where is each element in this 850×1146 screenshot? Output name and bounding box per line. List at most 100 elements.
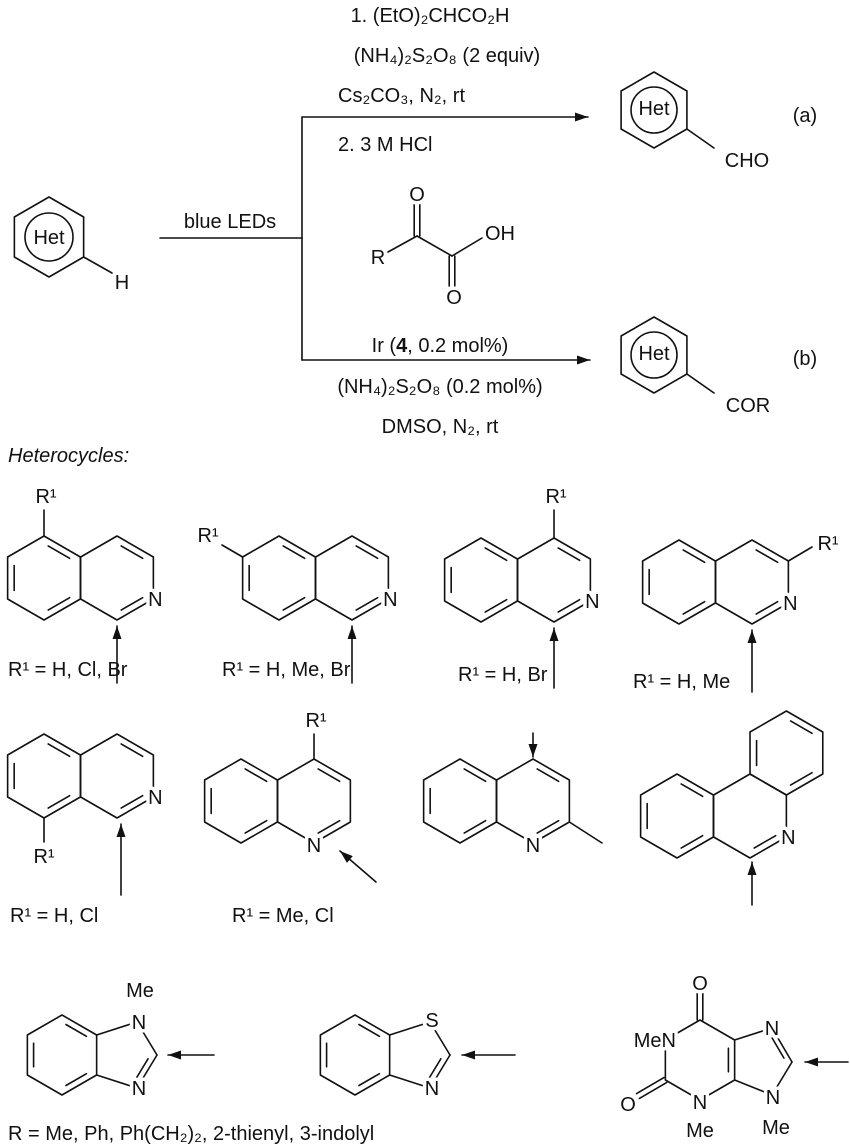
route-b-tag: (b) [793, 348, 817, 370]
bond [388, 1021, 431, 1036]
arrow-head [347, 626, 357, 639]
het-circle [630, 86, 678, 134]
inner-double-bond [680, 783, 704, 798]
nitrogen-label: N [781, 827, 795, 849]
bond [95, 1074, 138, 1089]
r1-label: R¹ [817, 533, 838, 555]
arrow-route-a [301, 112, 589, 122]
arrow-head [577, 355, 590, 365]
route-b-catalyst: Ir (4, 0.2 mol%) [372, 335, 509, 357]
arrow-head [549, 628, 559, 641]
nitrogen-label: N [425, 1078, 439, 1100]
carbonyl-double-bond [635, 1076, 665, 1095]
route-a-base: Cs₂CO₃, N₂, rt [338, 85, 465, 107]
inner-double-bond [463, 768, 487, 783]
inner-double-bond [755, 600, 779, 615]
catalyst-loading: , 0.2 mol%) [407, 335, 508, 357]
inner-double-bond [484, 547, 508, 562]
inner-double-bond [47, 743, 71, 758]
route-a-step1: 1. (EtO)₂CHCO₂H [351, 5, 510, 27]
inner-double-bond [536, 819, 560, 834]
product-a-het-label: Het [638, 98, 670, 120]
inner-double-bond [47, 794, 71, 809]
substituent-label: R¹ = H, Me, Br [222, 659, 351, 681]
r-group-footnote: R = Me, Ph, Ph(CH₂)₂, 2-thienyl, 3-indol… [8, 1123, 374, 1145]
hydroxyl-label: OH [485, 223, 515, 245]
inner-double-bond [317, 819, 341, 834]
inner-double-bond [680, 834, 704, 849]
inner-double-bond [484, 598, 508, 613]
nitrogen-label: N [783, 593, 797, 615]
arrow-route-b [301, 355, 591, 365]
benzo-ring [641, 539, 717, 625]
reactant-het-label: Het [33, 227, 65, 249]
inner-double-bond [755, 549, 779, 564]
pyridine-ring [712, 773, 788, 859]
inner-double-bond [358, 1023, 381, 1038]
inner-double-bond [282, 545, 306, 560]
route-a-oxidant: (NH₄)₂S₂O₈ (2 equiv) [354, 45, 540, 67]
route-a-step2: 2. 3 M HCl [338, 134, 432, 156]
product-b-het-label: Het [638, 343, 670, 365]
arrow-head [116, 824, 126, 837]
nitrogen-label: N [765, 1018, 779, 1040]
nitrogen-label: N [585, 591, 599, 613]
arrow-head [462, 1050, 475, 1060]
nitrogen-label: N [132, 1078, 146, 1100]
nitrogen-label: N [132, 1012, 146, 1034]
benzo-ring [6, 733, 82, 819]
site-arrow [347, 625, 357, 684]
inner-double-bond [47, 596, 71, 611]
oxygen-label: O [620, 1094, 636, 1116]
acid-oxygen-label: O [446, 287, 462, 309]
bond [429, 1021, 451, 1056]
site-arrow [549, 627, 559, 689]
het-circle [24, 212, 74, 262]
reactant-ring [13, 196, 85, 278]
inner-double-bond [463, 819, 487, 834]
r-group-label: R [371, 247, 385, 269]
site-arrow [112, 625, 122, 684]
arrow-head [747, 630, 757, 643]
arrow-head [528, 744, 538, 757]
site-arrow [747, 861, 757, 906]
arrow-head [168, 1050, 181, 1060]
product-b-ring [620, 316, 688, 394]
c-c-bond [416, 235, 453, 257]
inner-double-bond [355, 596, 379, 611]
pyridine-ring [516, 537, 592, 623]
site-arrow [339, 850, 377, 883]
het-circle [630, 331, 678, 379]
nitrogen-label: N [383, 589, 397, 611]
c-h-bond [82, 256, 113, 274]
nitrogen-label: N [148, 589, 162, 611]
nitrogen-label: N [693, 1092, 707, 1114]
route-b-oxidant: (NH₄)₂S₂O₈ (0.2 mol%) [337, 376, 542, 398]
methyl-label: Me [762, 1117, 790, 1139]
benzo-ring [241, 535, 317, 621]
site-arrow [167, 1050, 215, 1060]
inner-double-bond [282, 596, 306, 611]
inner-double-bond [789, 771, 813, 786]
benzo-ring [422, 758, 498, 844]
methyl-label: Me [686, 1120, 714, 1142]
inner-double-bond [682, 549, 706, 564]
inner-double-bond [428, 1057, 442, 1080]
catalyst-prefix: Ir ( [372, 335, 397, 357]
acyl-label: COR [726, 395, 770, 417]
product-a-bond [686, 128, 715, 149]
nitrogen-label: N [766, 1087, 780, 1109]
inner-double-bond [244, 768, 268, 783]
site-arrow [528, 732, 538, 758]
inner-double-bond [120, 545, 144, 560]
pyridine-ring [276, 758, 352, 844]
substituent-bond [787, 546, 813, 562]
route-a-tag: (a) [793, 105, 817, 127]
nitrogen-label: N [526, 835, 540, 857]
route-b-solvent: DMSO, N₂, rt [382, 416, 499, 438]
bond [771, 1061, 793, 1096]
substituent-label: R¹ = H, Me [633, 671, 730, 693]
inner-double-bond [358, 1072, 381, 1087]
arrow-head [805, 1057, 818, 1067]
